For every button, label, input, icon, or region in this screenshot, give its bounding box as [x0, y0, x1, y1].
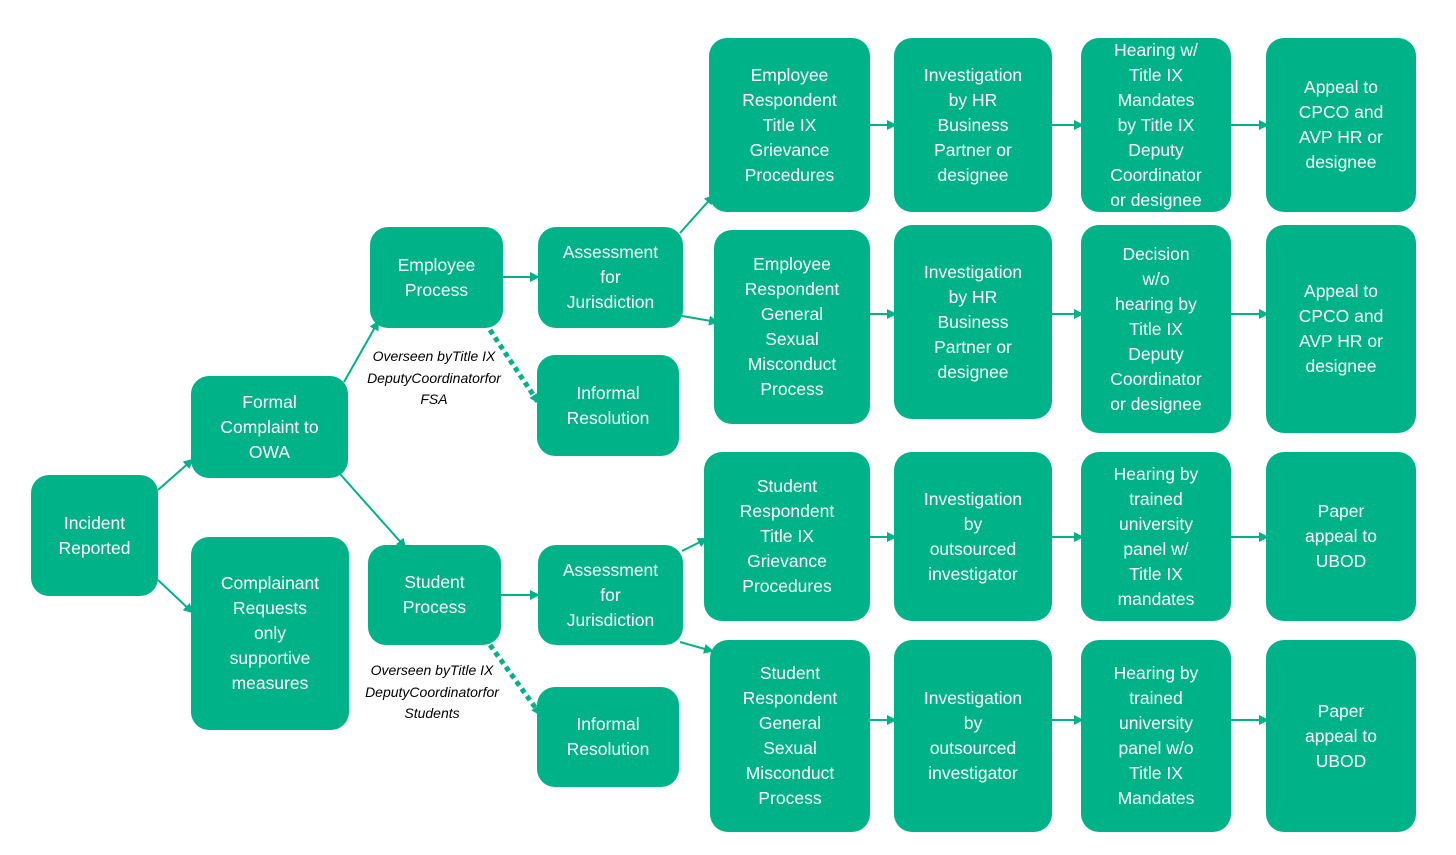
dashed-employee-process-to-informal	[487, 328, 541, 404]
arrow-incident-to-supportive	[157, 579, 194, 614]
arrow-stu-assessment-to-gsm	[679, 641, 714, 654]
note-overseen-fsa: Overseen byTitle IX DeputyCoordinatorfor…	[367, 348, 501, 407]
arrow-formal-to-employee-process	[343, 320, 379, 383]
arrow-formal-to-student-process	[339, 473, 407, 549]
arrow-emp-assessment-to-gsm	[681, 315, 719, 326]
arrow-stu-assessment-to-t9	[681, 538, 708, 552]
arrow-emp-assessment-to-t9	[679, 194, 715, 234]
note-overseen-students: Overseen byTitle IX DeputyCoordinatorfor…	[365, 662, 499, 721]
arrow-incident-to-formal	[157, 458, 194, 491]
